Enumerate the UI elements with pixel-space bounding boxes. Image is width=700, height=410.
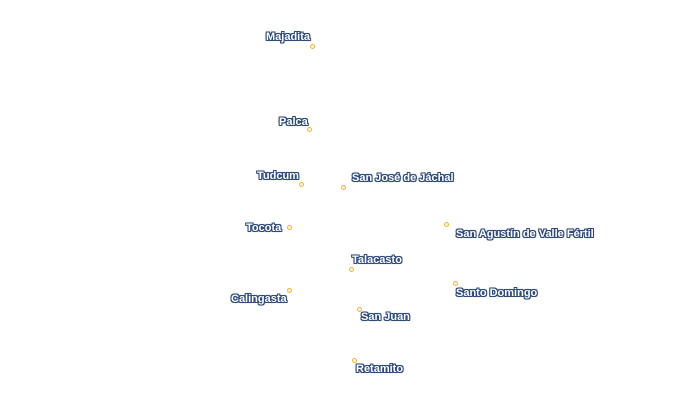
place-marker[interactable]	[341, 185, 346, 190]
place-marker[interactable]	[357, 307, 362, 312]
place-label: Tudcum	[257, 170, 299, 182]
place-marker[interactable]	[453, 281, 458, 286]
place-marker[interactable]	[287, 288, 292, 293]
place-label: San José de Jáchal	[352, 172, 454, 184]
place-label: Talacasto	[352, 254, 402, 266]
place-marker[interactable]	[287, 225, 292, 230]
place-label: Santo Domingo	[456, 287, 538, 299]
place-label: Retamito	[356, 363, 404, 375]
place-label: Majadita	[266, 31, 311, 43]
place-label: Calingasta	[231, 293, 287, 305]
place-label: San Agustín de Valle Fértil	[456, 228, 594, 240]
place-marker[interactable]	[310, 44, 315, 49]
place-label: Palca	[279, 116, 308, 128]
place-marker[interactable]	[299, 182, 304, 187]
place-marker[interactable]	[444, 222, 449, 227]
place-label: San Juan	[361, 311, 410, 323]
place-label: Tocota	[246, 222, 282, 234]
place-marker[interactable]	[352, 358, 357, 363]
place-marker[interactable]	[307, 127, 312, 132]
place-marker[interactable]	[349, 267, 354, 272]
